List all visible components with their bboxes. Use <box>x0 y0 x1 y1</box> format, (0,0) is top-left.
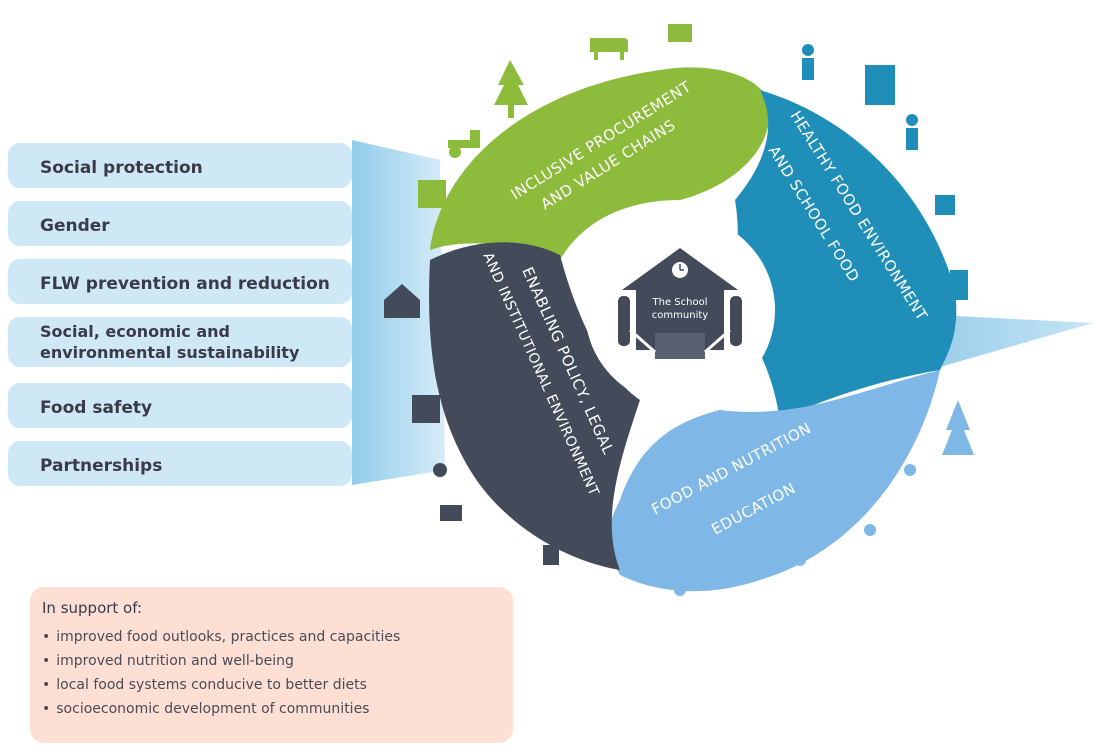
label-flw: FLW prevention and reduction <box>40 274 330 294</box>
person-2-icon <box>906 114 918 126</box>
market-icon <box>950 270 968 300</box>
person-policy-icon <box>433 463 447 477</box>
child-3-icon <box>794 554 806 566</box>
segment-procurement <box>430 67 770 260</box>
segment-healthy <box>720 90 957 420</box>
stall-icon <box>935 195 955 215</box>
person-body-icon <box>802 58 814 80</box>
office-icon <box>412 395 440 423</box>
label-partnerships: Partnerships <box>40 456 162 476</box>
segment-education <box>608 370 940 592</box>
label-box-social-protection <box>8 143 352 188</box>
support-list: improved food outlooks, practices and ca… <box>42 625 513 721</box>
label-list: Social protection Gender FLW prevention … <box>8 143 352 486</box>
child-4-icon <box>674 584 686 596</box>
support-item: socioeconomic development of communities <box>42 697 513 721</box>
support-item: improved nutrition and well-being <box>42 649 513 673</box>
kitchen-icons <box>802 44 968 300</box>
label-box-sustainability <box>8 317 352 367</box>
crate-icon <box>668 24 692 42</box>
building-icon <box>418 180 446 208</box>
person-2-body-icon <box>906 128 918 150</box>
person-icon <box>802 44 814 56</box>
policy-icons <box>384 284 559 565</box>
center-line2: community <box>652 310 708 321</box>
label-box-food-safety <box>8 383 352 428</box>
label-food-safety: Food safety <box>40 398 152 418</box>
briefcase-icon <box>440 505 462 521</box>
segment-policy <box>429 242 640 570</box>
child-2-icon <box>864 524 876 536</box>
cow-icon <box>590 38 628 60</box>
support-title: In support of: <box>42 599 143 617</box>
right-beam <box>935 315 1093 367</box>
tree-icon <box>494 60 528 118</box>
label-box-flw <box>8 259 352 304</box>
support-item: local food systems conducive to better d… <box>42 673 513 697</box>
support-box: In support of: improved food outlooks, p… <box>30 587 513 743</box>
tractor-icon <box>448 130 480 148</box>
farm-icons <box>418 24 692 208</box>
book-icon <box>543 545 559 565</box>
house-icon <box>384 284 420 318</box>
pine-tree-icon <box>942 400 974 455</box>
label-box-gender <box>8 201 352 246</box>
center-line1: The School <box>652 297 708 308</box>
label-gender: Gender <box>40 216 110 236</box>
child-icon <box>904 464 916 476</box>
tractor-wheel-icon <box>449 146 461 158</box>
school-building-icon <box>618 248 742 359</box>
label-sustainability-line2: environmental sustainability <box>40 343 300 362</box>
city-building-icon <box>865 65 895 105</box>
people-icons <box>674 400 974 596</box>
label-social-protection: Social protection <box>40 158 203 178</box>
label-sustainability-line1: Social, economic and <box>40 322 230 341</box>
label-box-partnerships <box>8 441 352 486</box>
support-item: improved food outlooks, practices and ca… <box>42 625 513 649</box>
